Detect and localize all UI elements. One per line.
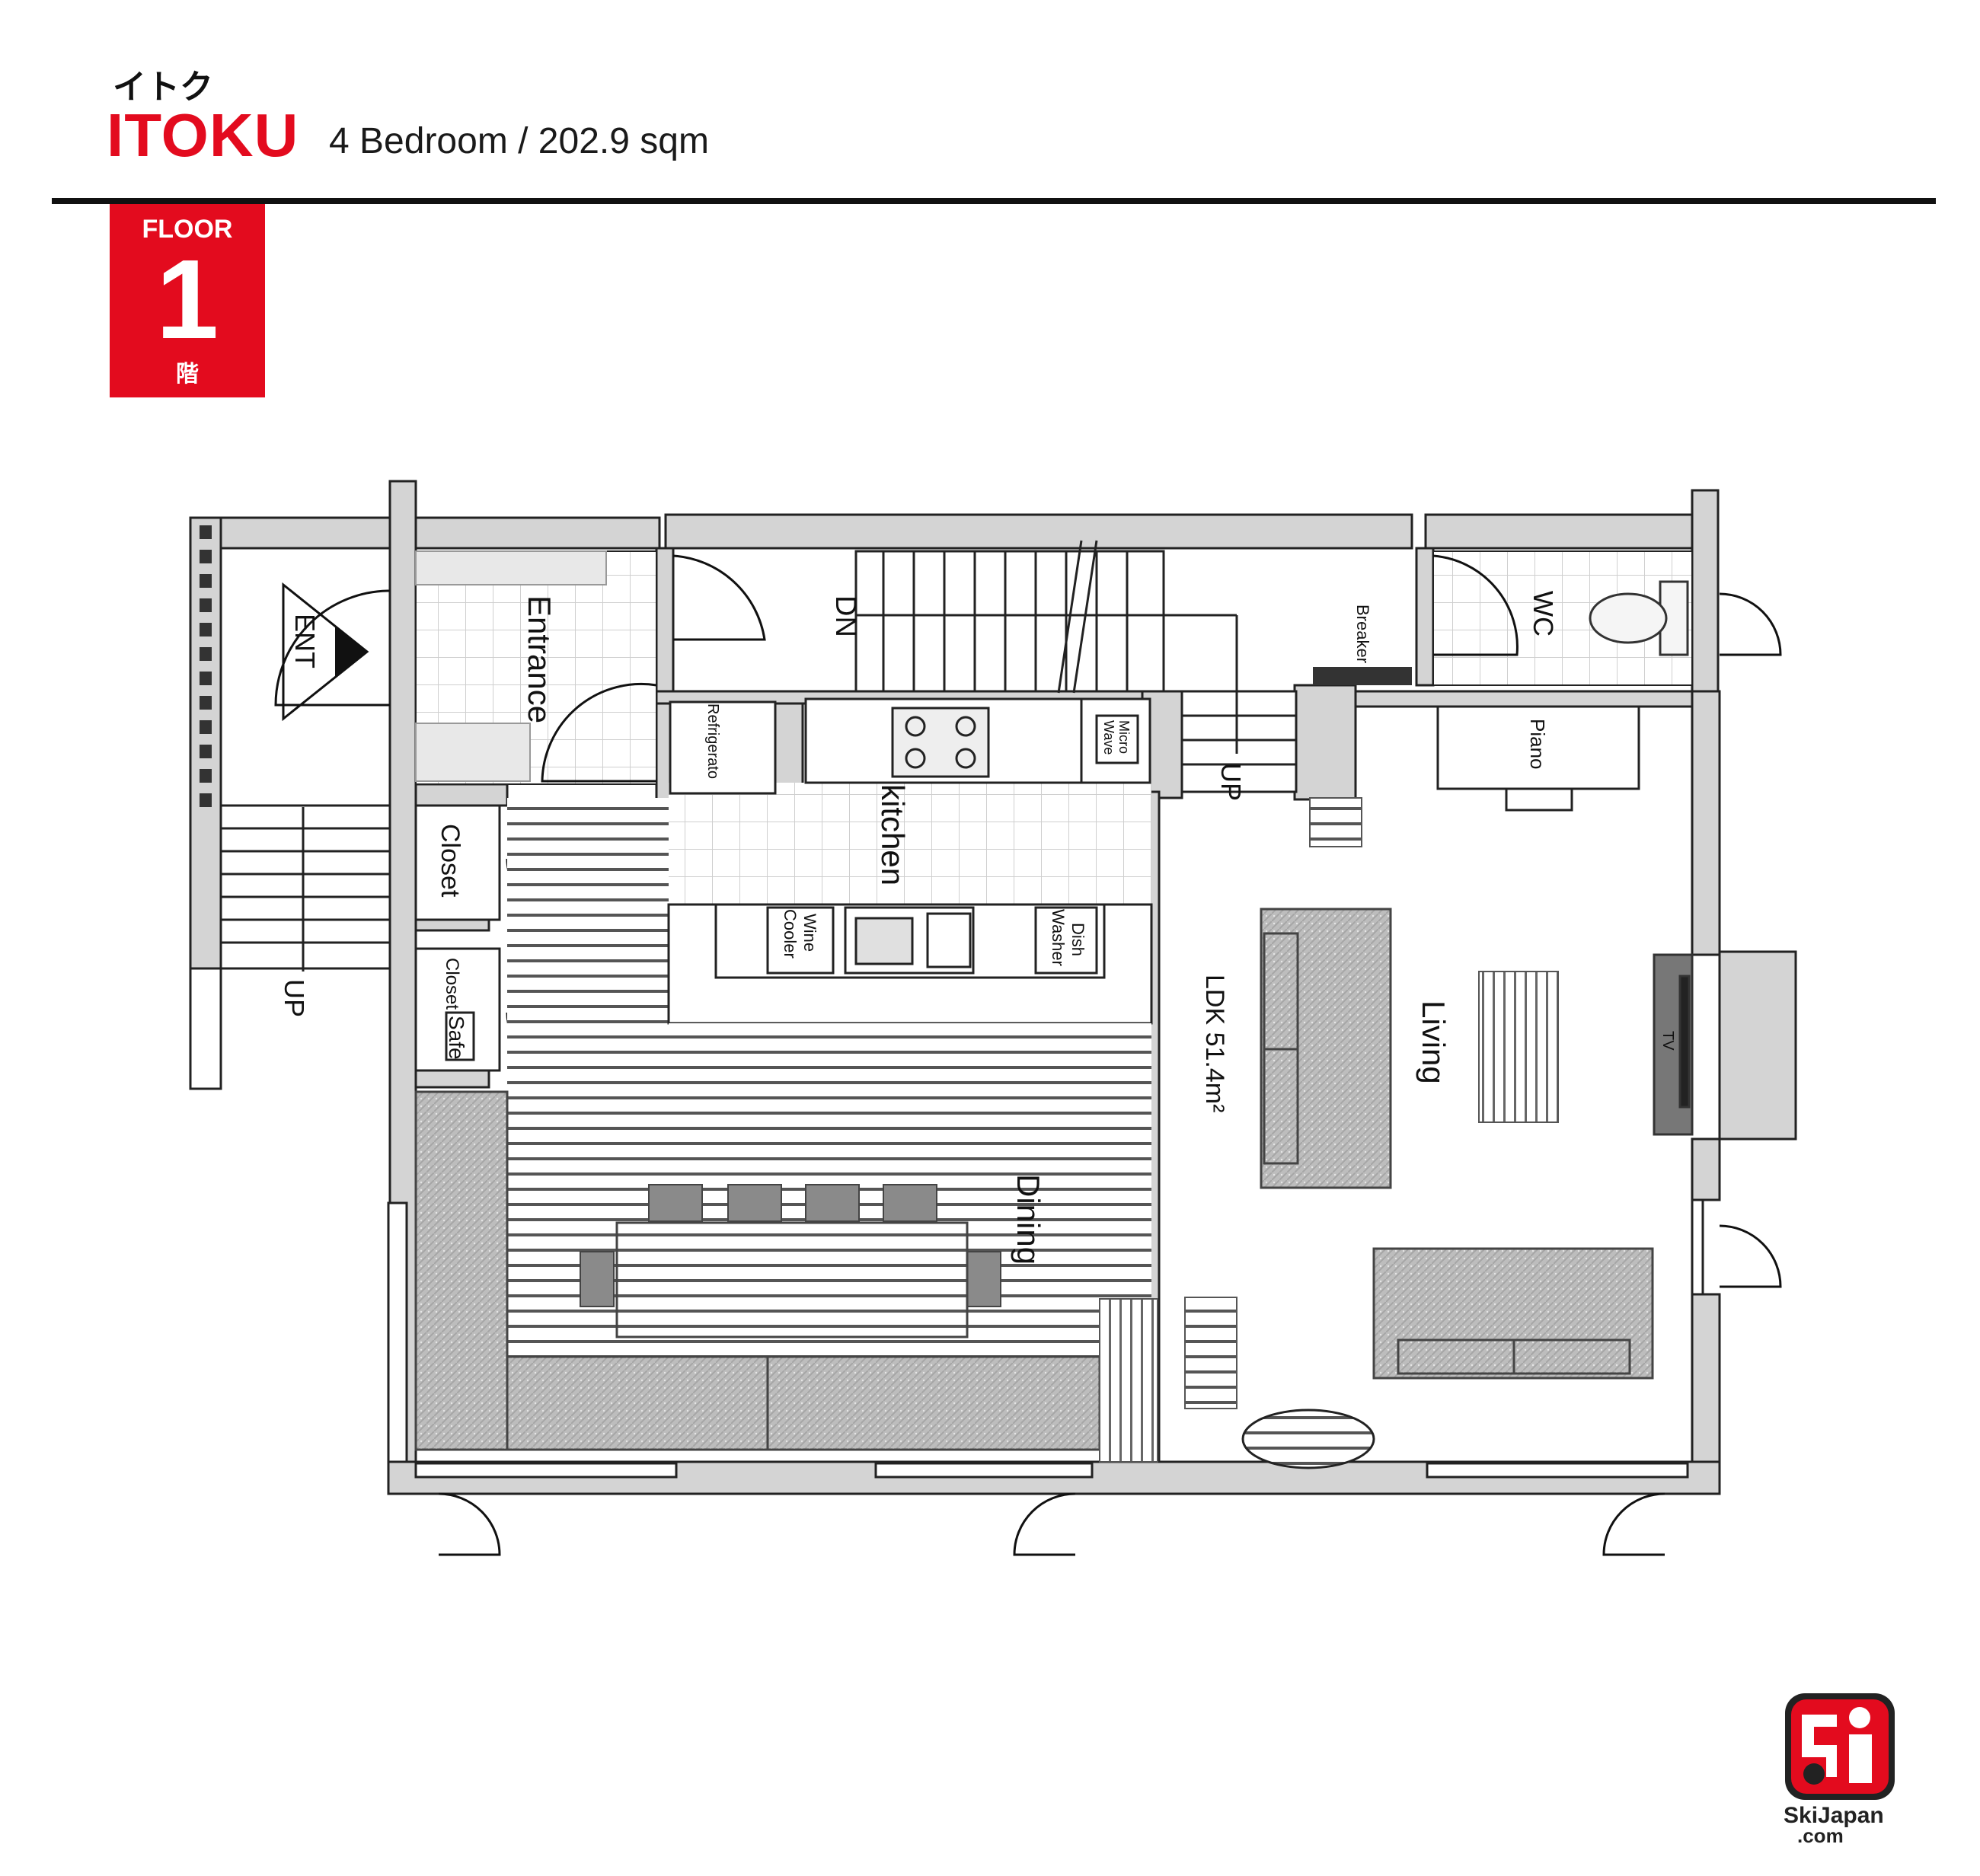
logo-text-line1: SkiJapan (1784, 1803, 1884, 1828)
mat-2 (1184, 1297, 1238, 1409)
floor-badge: FLOOR 1 階 (110, 204, 265, 397)
label-entrance: Entrance (522, 595, 557, 723)
hall-wood-floor (507, 798, 669, 1072)
header-rule (52, 198, 1936, 204)
dining-wood-floor-upper (669, 1023, 1151, 1072)
label-safe: Safe (445, 1016, 468, 1060)
entrance-floor (415, 550, 657, 785)
property-subtitle: 4 Bedroom / 202.9 sqm (329, 121, 709, 161)
label-tv: TV (1659, 1031, 1676, 1051)
exterior-stairs (219, 804, 391, 972)
windows (387, 1198, 1704, 1479)
label-piano: Piano (1526, 719, 1549, 770)
ent-door-swing (274, 589, 391, 707)
kitchen-counters (669, 697, 1151, 795)
label-kitchen: kitchen (875, 784, 911, 885)
label-breaker: Breaker (1353, 605, 1372, 663)
ent-triangle (282, 582, 369, 722)
tv-unit (1653, 953, 1694, 1136)
kitchen-island (714, 903, 1106, 979)
ent-arrow (335, 626, 367, 678)
label-stairs-up-center: UP (1215, 763, 1247, 801)
label-ldk: LDK 51.4m² (1200, 975, 1229, 1112)
label-dining: Dining (1011, 1174, 1046, 1265)
property-title: ITOKU (107, 101, 299, 169)
label-micro-2: Wave (1101, 720, 1116, 755)
logo-text-line2: .com (1797, 1824, 1844, 1847)
label-wc: WC (1528, 591, 1559, 636)
genkan-step-top (415, 550, 607, 585)
label-stairs-dn: DN (829, 595, 861, 637)
label-dish-2: Washer (1049, 909, 1068, 966)
genkan-step-bottom (415, 723, 531, 782)
floor-number: 1 (155, 237, 219, 362)
toilet (1589, 580, 1689, 656)
mat-3 (1309, 797, 1362, 847)
closets (414, 804, 501, 1072)
label-wine-1: Wine (800, 914, 819, 952)
hall-door-swing (672, 554, 766, 641)
left-post (189, 967, 222, 1090)
dining-chairs (580, 1184, 1001, 1307)
stairs-up-center (1180, 615, 1298, 793)
floor-kanji: 階 (176, 361, 199, 388)
breaker-panel (1313, 667, 1412, 685)
rug-oval (1241, 1409, 1375, 1469)
wc-door-swing (1432, 554, 1519, 656)
sofa-bottom (1372, 1247, 1654, 1380)
header-kana: イトク (113, 68, 213, 107)
interior-stairs (854, 540, 1237, 694)
skijapan-logo: SkiJapan .com (1779, 1689, 1901, 1849)
label-living: Living (1416, 1000, 1451, 1084)
built-in-bench (414, 1090, 1101, 1451)
piano-bench (1505, 787, 1573, 812)
label-closet-1: Closet (436, 824, 465, 898)
exterior-doors (438, 592, 1782, 1556)
coffee-table (1478, 971, 1559, 1123)
label-stairs-up-left: UP (279, 979, 310, 1017)
entrance-inner-door (541, 682, 657, 783)
label-wine-2: Cooler (781, 909, 800, 959)
mat-1 (1099, 1298, 1158, 1463)
skijapan-logo-mark (1785, 1693, 1895, 1800)
dining-table (615, 1221, 969, 1338)
label-closet-2: Closet (442, 958, 462, 1010)
label-ent: ENT (289, 614, 321, 668)
kitchen-floor (669, 783, 1151, 904)
label-dish-1: Dish (1068, 923, 1087, 956)
exterior-columns (200, 525, 212, 807)
label-micro-1: Micro (1116, 720, 1132, 754)
sofa-left (1260, 908, 1392, 1189)
label-refrigerator: Refrigerato (704, 704, 721, 779)
floor-label: FLOOR (142, 215, 233, 244)
